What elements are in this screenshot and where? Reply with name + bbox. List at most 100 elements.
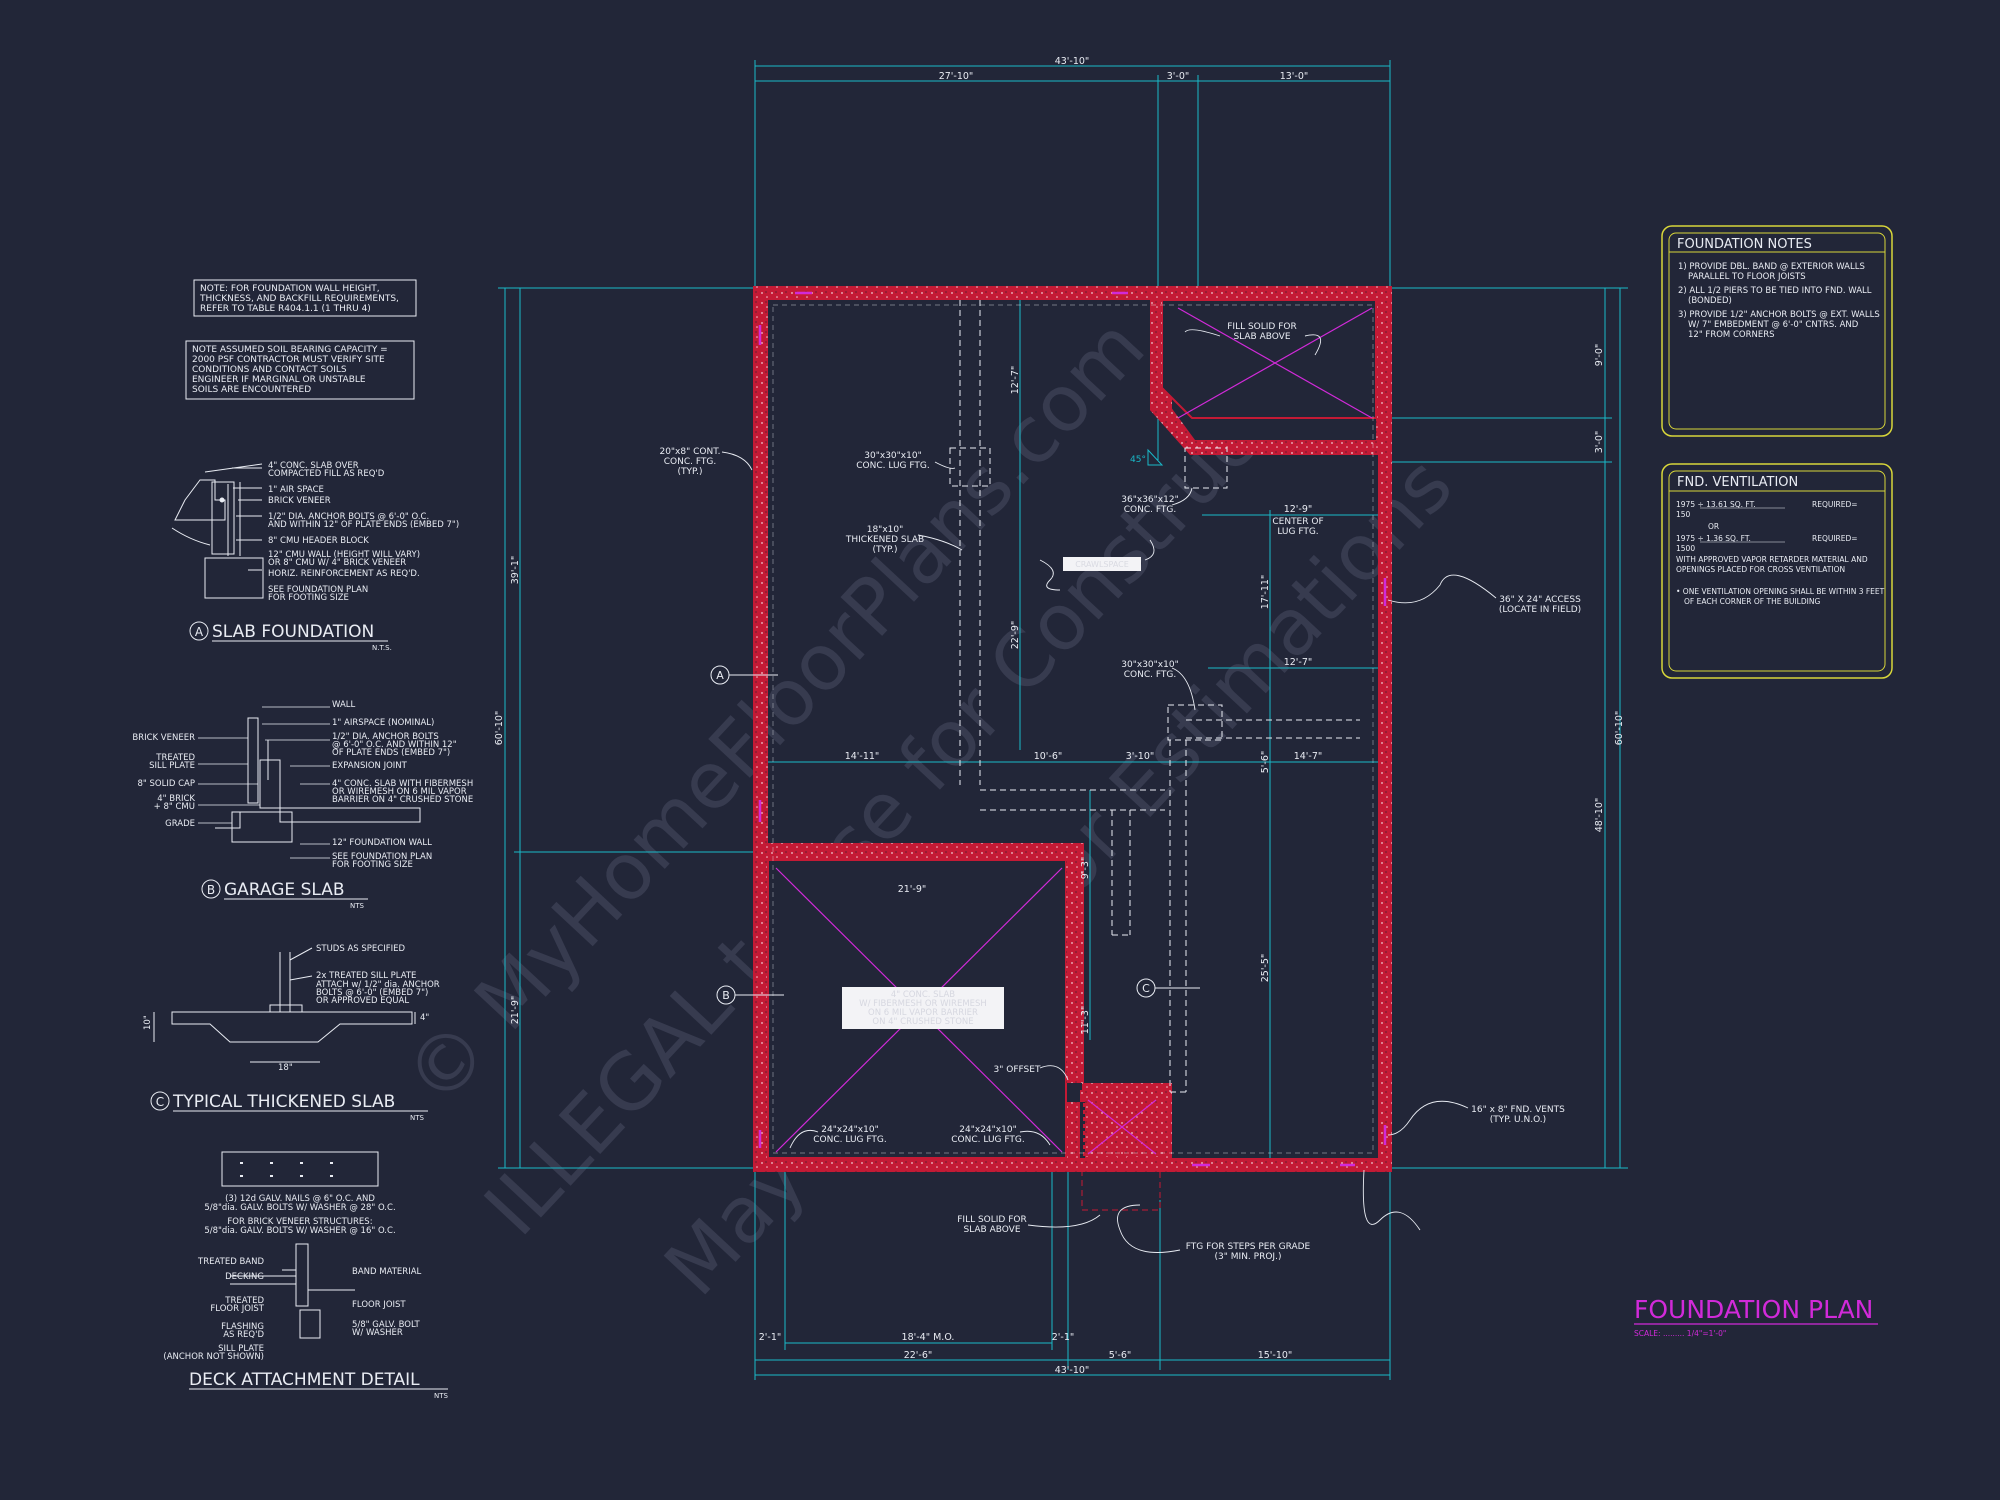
- deck-title: DECK ATTACHMENT DETAIL NTS: [189, 1370, 449, 1400]
- soil-bearing-note: NOTE ASSUMED SOIL BEARING CAPACITY = 200…: [185, 340, 415, 400]
- label: 30"x30"x10": [864, 451, 921, 461]
- callout: 1" AIR SPACE: [268, 485, 324, 495]
- detail-a-title: A SLAB FOUNDATION N.T.S.: [189, 621, 392, 652]
- deck-nailing-notes: (3) 12d GALV. NAILS @ 6" O.C. AND 5/8"di…: [204, 1194, 395, 1236]
- deck-attachment-detail: [221, 1151, 379, 1339]
- section-marker-b: B: [722, 989, 730, 1002]
- callout: TREATED: [155, 753, 195, 763]
- label: CONC. LUG FTG.: [813, 1135, 886, 1145]
- label: SLAB ABOVE: [1233, 332, 1290, 342]
- callout: BAND MATERIAL: [352, 1267, 422, 1277]
- detail-scale: N.T.S.: [372, 644, 392, 652]
- dim-left-lower: 21'-9": [510, 996, 521, 1025]
- callout: SILL PLATE: [218, 1344, 264, 1354]
- callout: 1/2" DIA. ANCHOR BOLTS @ 6'-0" O.C.: [268, 512, 429, 522]
- detail-garage-slab: [215, 717, 421, 843]
- plan-dimension-lines: [498, 60, 1628, 1380]
- detail-letter: C: [156, 1095, 164, 1109]
- detail-c-callouts: STUDS AS SPECIFIED 2x TREATED SILL PLATE…: [143, 944, 440, 1073]
- label: CONC. FTG.: [1124, 505, 1176, 515]
- label: CONC. FTG.: [1124, 670, 1176, 680]
- wall-note-line: NOTE: FOR FOUNDATION WALL HEIGHT,: [200, 284, 380, 294]
- label: CONC. FTG.: [664, 457, 716, 467]
- label: CENTER OF: [1272, 517, 1323, 527]
- title-block: FOUNDATION PLAN SCALE: ......... 1/4"=1'…: [1634, 1295, 1878, 1338]
- label: CONC. LUG FTG.: [856, 461, 929, 471]
- note-item: PARALLEL TO FLOOR JOISTS: [1688, 272, 1806, 282]
- dimension-label: 10": [143, 1015, 153, 1030]
- label: (3" MIN. PROJ.): [1215, 1252, 1282, 1262]
- soil-note-line: 2000 PSF CONTRACTOR MUST VERIFY SITE: [192, 355, 385, 365]
- callout: OR APPROVED EQUAL: [316, 996, 409, 1006]
- callout: (ANCHOR NOT SHOWN): [163, 1352, 264, 1362]
- label: (TYP. U.N.O.): [1490, 1115, 1546, 1125]
- callout: AS REQ'D: [223, 1330, 264, 1340]
- callout: BARRIER ON 4" CRUSHED STONE: [332, 795, 473, 805]
- dimension-label: 4": [420, 1013, 429, 1023]
- deck-callouts-right: BAND MATERIAL FLOOR JOIST 5/8" GALV. BOL…: [352, 1267, 422, 1338]
- note-line: (3) 12d GALV. NAILS @ 6" O.C. AND: [225, 1194, 375, 1204]
- label: CONC. LUG FTG.: [951, 1135, 1024, 1145]
- callout: DECKING: [225, 1272, 264, 1282]
- garage-slab-label: 4" CONC. SLAB: [891, 990, 955, 1000]
- detail-slab-foundation: [171, 463, 264, 599]
- label-leaders: [721, 329, 1497, 1253]
- dim-top-seg2: 3'-0": [1167, 71, 1190, 82]
- detail-b-title: B GARAGE SLAB NTS: [201, 879, 368, 910]
- callout: 12" FOUNDATION WALL: [332, 838, 432, 848]
- dim-interior: 21'-9": [898, 884, 927, 895]
- dim-mo: 18'-4" M.O.: [902, 1332, 955, 1343]
- sheet-scale: SCALE: ......... 1/4"=1'-0": [1634, 1329, 1726, 1338]
- vent-line: OR: [1708, 522, 1719, 531]
- wall-note-line: REFER TO TABLE R404.1.1 (1 THRU 4): [200, 304, 371, 314]
- label: LUG FTG.: [1277, 527, 1318, 537]
- dim-right-rest: 48'-10": [1594, 798, 1605, 833]
- callout: TREATED: [224, 1296, 264, 1306]
- vent-line: REQUIRED=: [1812, 534, 1858, 543]
- callout: 4" BRICK: [157, 794, 195, 804]
- vent-line: OPENINGS PLACED FOR CROSS VENTILATION: [1676, 565, 1845, 574]
- dim-interior: 22'-9": [1010, 621, 1021, 650]
- label: 20"x8" CONT.: [659, 447, 720, 457]
- note-item: 12" FROM CORNERS: [1688, 330, 1775, 340]
- plan-labels: 20"x8" CONT. CONC. FTG. (TYP.) 30"x30"x1…: [659, 322, 1581, 1262]
- callout: COMPACTED FILL AS REQ'D: [268, 469, 385, 479]
- callout: FOR FOOTING SIZE: [332, 860, 413, 870]
- callout: BOLTS @ 6'-0" (EMBED 7"): [316, 988, 428, 998]
- wall-note-line: THICKNESS, AND BACKFILL REQUIREMENTS,: [199, 294, 399, 304]
- label: 36" X 24" ACCESS: [1499, 595, 1581, 605]
- label: FTG FOR STEPS PER GRADE: [1186, 1242, 1311, 1252]
- crawlspace-label: CRAWLSPACE: [1075, 560, 1129, 569]
- dim-small: 2'-1": [759, 1332, 782, 1343]
- callout: 8" SOLID CAP: [138, 779, 195, 789]
- note-item: 1) PROVIDE DBL. BAND @ EXTERIOR WALLS: [1678, 262, 1865, 272]
- callout: FLOOR JOIST: [352, 1300, 406, 1310]
- foundation-vents: [758, 291, 1387, 1167]
- soil-note-line: CONDITIONS AND CONTACT SOILS: [192, 365, 347, 375]
- callout: OR WIREMESH ON 6 MIL VAPOR: [332, 787, 467, 797]
- vent-line: REQUIRED=: [1812, 500, 1858, 509]
- callout: STUDS AS SPECIFIED: [316, 944, 405, 954]
- label: SLAB ABOVE: [963, 1225, 1020, 1235]
- angle-triangle: [1147, 448, 1164, 466]
- deck-callouts-left: TREATED BAND DECKING TREATED FLOOR JOIST…: [163, 1257, 264, 1362]
- callout: 8" CMU HEADER BLOCK: [268, 536, 369, 546]
- label: 16" x 8" FND. VENTS: [1471, 1105, 1565, 1115]
- label: 3" OFFSET: [994, 1065, 1041, 1075]
- label: 30"x30"x10": [1121, 660, 1178, 670]
- detail-b-callouts-right: WALL 1" AIRSPACE (NOMINAL) 1/2" DIA. ANC…: [332, 700, 473, 870]
- dim-left-upper: 39'-1": [510, 556, 521, 585]
- vent-line: • ONE VENTILATION OPENING SHALL BE WITHI…: [1676, 587, 1885, 596]
- label: 18"x10": [867, 525, 904, 535]
- callout: OR 8" CMU W/ 4" BRICK VENEER: [268, 558, 406, 568]
- label: 24"x24"x10": [959, 1125, 1016, 1135]
- ventilation-box: FND. VENTILATION 1975 ÷ 13.61 SQ. FT. RE…: [1661, 463, 1893, 679]
- callout: FLASHING: [221, 1322, 264, 1332]
- detail-scale: NTS: [434, 1392, 449, 1400]
- label: 36"x36"x12": [1121, 495, 1178, 505]
- note-line: FOR BRICK VENEER STRUCTURES:: [227, 1217, 372, 1227]
- label: FILL SOLID FOR: [957, 1215, 1027, 1225]
- dim-interior: 12'-7": [1284, 657, 1313, 668]
- dim-left-overall: 60'-10": [494, 711, 505, 746]
